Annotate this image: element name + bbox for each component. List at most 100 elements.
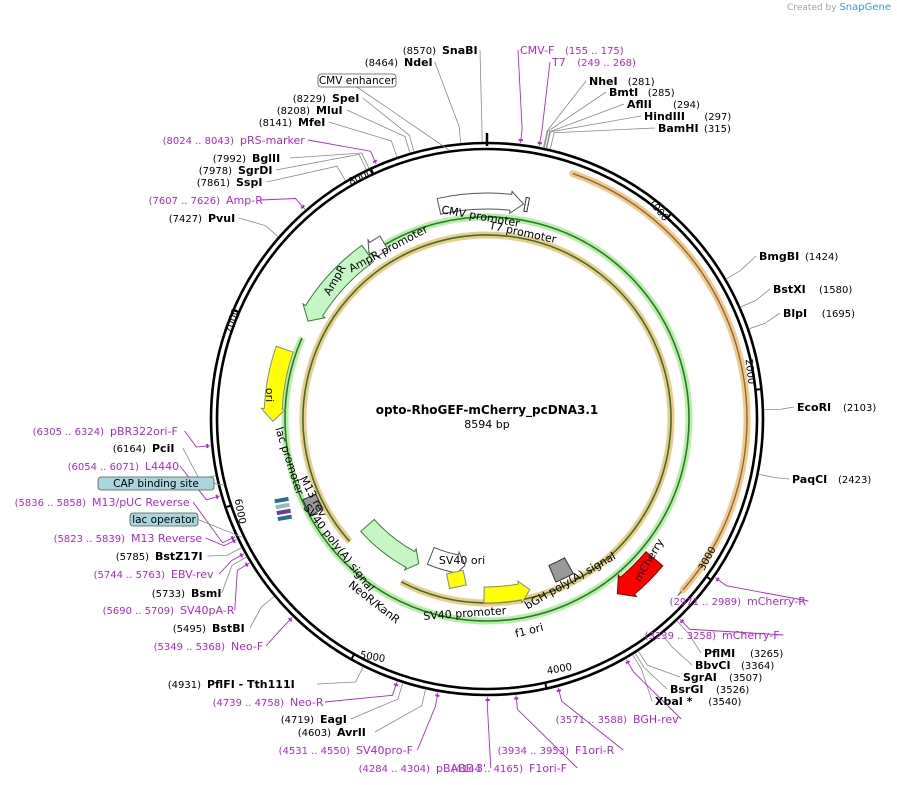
primer-leader-amp-r [260, 198, 306, 210]
primer-mcherry-r[interactable]: (2971 .. 2989)mCherry-R [670, 595, 807, 608]
feature-f1-ori-shape [483, 579, 531, 605]
feature-ori [260, 345, 294, 423]
enzyme-site-pcii[interactable]: (6164)PciI [113, 442, 175, 455]
enzyme-site-bglii[interactable]: (7992)BglII [213, 152, 280, 165]
enzyme-name: AflII [627, 98, 652, 111]
enzyme-site-blpi[interactable]: BlpI(1695) [783, 307, 855, 320]
boxed-leader-cap-binding-site [213, 483, 224, 486]
enzyme-site-eagi[interactable]: (4719)EagI [281, 713, 347, 726]
enzyme-site-hindiii[interactable]: HindIII(297) [644, 110, 731, 123]
primer-range: (3934 .. 3953) [498, 746, 570, 757]
enzyme-name: NheI [589, 75, 618, 88]
primer-f1ori-f[interactable]: (4144 .. 4165)F1ori-F [452, 762, 567, 775]
enzyme-position: (8208) [277, 106, 310, 117]
enzyme-name: SpeI [332, 92, 359, 105]
primer-leader-bgh-rev [625, 659, 682, 720]
boxed-label-cmv-enhancer[interactable]: CMV enhancer [317, 73, 397, 88]
enzyme-name: BsrGI [670, 683, 703, 696]
primer-ebv-rev[interactable]: (5744 .. 5763)EBV-rev [94, 568, 214, 581]
primer-neo-r[interactable]: (4739 .. 4758)Neo-R [213, 696, 324, 709]
enzyme-site-paqci[interactable]: PaqCI(2423) [792, 473, 871, 486]
enzyme-site-bstxi[interactable]: BstXI(1580) [773, 283, 852, 296]
enzyme-position: (3364) [741, 661, 774, 672]
enzyme-site-sgrai[interactable]: SgrAI(3507) [683, 671, 762, 684]
feature-sv40-promoter [426, 546, 466, 578]
primer-sv40pro-f[interactable]: (4531 .. 4550)SV40pro-F [279, 744, 413, 757]
enzyme-site-bsmi[interactable]: (5733)BsmI [152, 587, 222, 600]
boxed-label-lac-operator[interactable]: lac operator [129, 512, 199, 527]
enzyme-position: (1695) [822, 309, 855, 320]
feature-bgh-poly-a-signal-shape [548, 557, 575, 583]
enzyme-site-pflmi[interactable]: PflMI(3265) [704, 647, 783, 660]
enzyme-site-sgrdi[interactable]: (7978)SgrDI [199, 164, 273, 177]
enzyme-site-ecori[interactable]: EcoRI(2103) [797, 401, 876, 414]
primer-leader-sv40pro-f [416, 692, 439, 751]
enzyme-site-pvui[interactable]: (7427)PvuI [169, 212, 235, 225]
primer-amp-r[interactable]: (7607 .. 7626)Amp-R [149, 194, 264, 207]
enzyme-site-bbvci[interactable]: BbvCI(3364) [695, 659, 774, 672]
leader-line-aflii [545, 103, 625, 149]
feature-neor-kanr-shape [360, 518, 420, 572]
primer-bgh-rev[interactable]: (3571 .. 3588)BGH-rev [556, 713, 680, 726]
enzyme-site-pflfi-tth111i[interactable]: (4931)PflFI - Tth111I [168, 678, 295, 691]
enzyme-name: PvuI [208, 212, 235, 225]
primer-m13-reverse[interactable]: (5823 .. 5839)M13 Reverse [54, 532, 203, 545]
enzyme-position: (1424) [805, 252, 838, 263]
primer-f1ori-r[interactable]: (3934 .. 3953)F1ori-R [498, 744, 615, 757]
enzyme-site-bmti[interactable]: BmtI(285) [609, 86, 675, 99]
primer-m13-puc-reverse[interactable]: (5836 .. 5858)M13/pUC Reverse [15, 496, 190, 509]
primer-range: (3239 .. 3258) [645, 631, 717, 642]
enzyme-site-avrii[interactable]: (4603)AvrII [298, 726, 366, 739]
primer-range: (155 .. 175) [565, 46, 624, 57]
enzyme-site-xbai[interactable]: XbaI *(3540) [655, 695, 742, 708]
tick-mark-1000 [666, 212, 673, 219]
primer-t7[interactable]: T7(249 .. 268) [551, 56, 636, 69]
leader-line-eagi [350, 682, 404, 720]
primer-mark-m13-reverse [232, 538, 236, 544]
primer-pbr322ori-f[interactable]: (6305 .. 6324)pBR322ori-F [33, 425, 178, 438]
enzyme-site-bstz17i[interactable]: (5785)BstZ17I [116, 550, 203, 563]
primer-sv40pa-r[interactable]: (5690 .. 5709)SV40pA-R [103, 604, 235, 617]
primer-mark-l4440 [215, 494, 219, 500]
enzyme-site-spei[interactable]: (8229)SpeI [293, 92, 360, 105]
enzyme-position: (297) [704, 112, 731, 123]
feature-t7-promoter [523, 196, 531, 213]
primer-range: (4284 .. 4304) [359, 764, 431, 775]
feature-mcherry [616, 550, 664, 598]
primer-mark-ebv-rev [239, 552, 244, 558]
primer-name: pBR322ori-F [110, 425, 178, 438]
primer-mcherry-f[interactable]: (3239 .. 3258)mCherry-F [645, 629, 780, 642]
enzyme-name: SgrAI [683, 671, 717, 684]
boxed-leader-cmv-enhancer [356, 86, 449, 151]
primer-pbabe-3[interactable]: (4284 .. 4304)pBABE 3' [359, 762, 487, 775]
enzyme-site-mlui[interactable]: (8208)MluI [277, 104, 343, 117]
enzyme-site-nhei[interactable]: NheI(281) [589, 75, 655, 88]
enzyme-site-mfei[interactable]: (8141)MfeI [259, 116, 326, 129]
primer-cmv-f[interactable]: CMV-F(155 .. 175) [520, 44, 624, 57]
tick-mark-2000 [755, 387, 763, 391]
enzyme-name: BsmI [191, 587, 222, 600]
enzyme-site-bstbi[interactable]: (5495)BstBI [173, 622, 245, 635]
primer-neo-f[interactable]: (5349 .. 5368)Neo-F [154, 640, 264, 653]
boxed-label-cap-binding-site[interactable]: CAP binding site [97, 476, 215, 491]
feature-sv40-promoter-shape [426, 546, 466, 578]
enzyme-position: (8464) [365, 58, 398, 69]
enzyme-position: (5785) [116, 552, 149, 563]
primer-name: Amp-R [226, 194, 263, 207]
enzyme-name: EcoRI [797, 401, 831, 414]
primer-name: M13/pUC Reverse [92, 496, 190, 509]
primer-range: (5744 .. 5763) [94, 570, 166, 581]
primer-prs-marker[interactable]: (8024 .. 8043)pRS-marker [163, 134, 306, 147]
enzyme-site-sspi[interactable]: (7861)SspI [197, 176, 263, 189]
enzyme-site-bmgbi[interactable]: BmgBI(1424) [759, 250, 838, 263]
leader-line-bstz17i [207, 547, 242, 557]
primer-name: T7 [551, 56, 566, 69]
enzyme-site-snabi[interactable]: (8570)SnaBI [403, 44, 478, 57]
leader-line-bbvci [661, 633, 693, 666]
enzyme-site-bamhi[interactable]: BamHI(315) [658, 122, 731, 135]
enzyme-site-bsrgi[interactable]: BsrGI(3526) [670, 683, 749, 696]
enzyme-site-aflii[interactable]: AflII(294) [627, 98, 700, 111]
enzyme-site-ndei[interactable]: (8464)NdeI [365, 56, 433, 69]
primer-l4440[interactable]: (6054 .. 6071)L4440 [68, 460, 180, 473]
enzyme-position: (4719) [281, 715, 314, 726]
